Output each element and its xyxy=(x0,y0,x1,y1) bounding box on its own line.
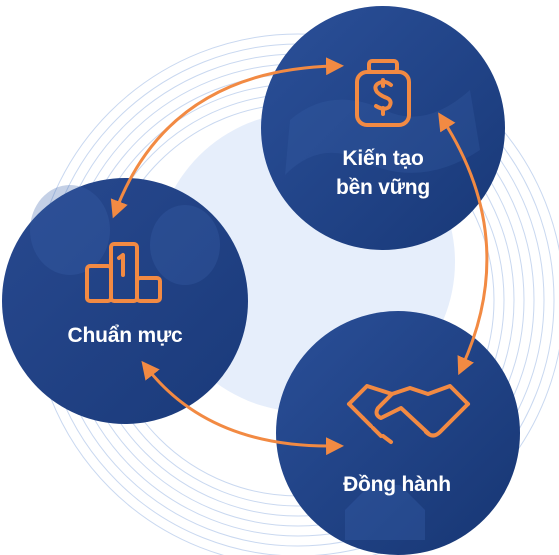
node-label-kien-tao: Kiến tạo bền vững xyxy=(303,144,463,202)
handshake-icon xyxy=(347,384,470,444)
arrow-dong-hanh-chuan-muc xyxy=(141,360,344,456)
node-dong-hanh xyxy=(276,311,520,555)
money-jar-icon xyxy=(355,59,411,127)
photo-shade xyxy=(345,485,425,540)
node-label-dong-hanh: Đồng hành xyxy=(312,470,482,499)
photo-shade xyxy=(150,205,220,285)
node-label-chuan-muc: Chuẩn mực xyxy=(40,321,210,350)
arrow-chuan-muc-kien-tao xyxy=(110,57,344,219)
node-label-line: Kiến tạo xyxy=(342,147,424,170)
arrow-kien-tao-dong-hanh xyxy=(438,112,489,376)
node-label-line: Chuẩn mực xyxy=(67,324,183,347)
node-label-line: Đồng hành xyxy=(343,473,451,496)
photo-shade xyxy=(30,185,110,275)
node-label-line: bền vững xyxy=(335,176,431,199)
node-kien-tao xyxy=(261,6,505,250)
connector-arrows xyxy=(110,57,489,456)
podium-icon xyxy=(85,242,162,303)
